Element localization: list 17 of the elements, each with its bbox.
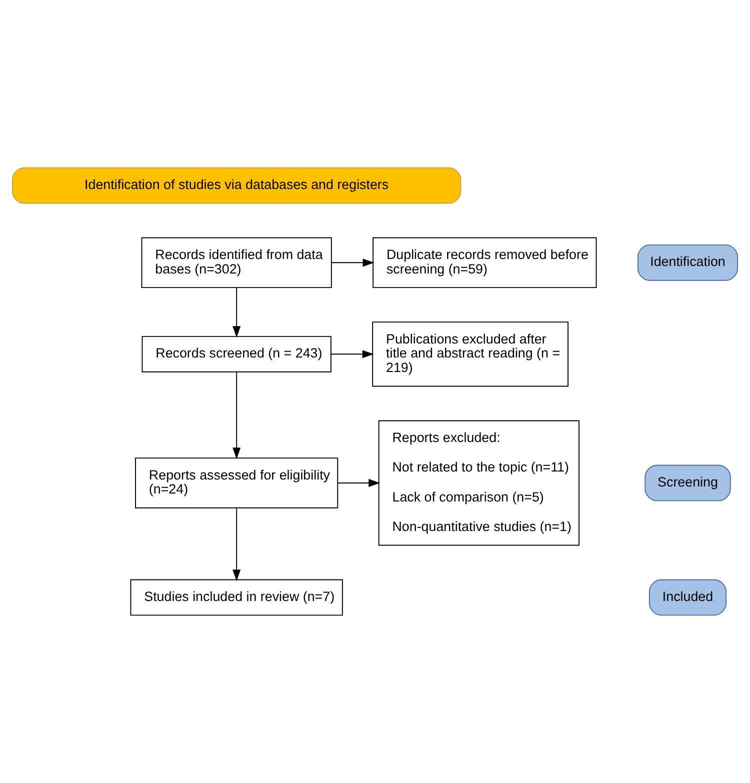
arrow (232, 287, 241, 338)
arrow (232, 371, 241, 460)
arrow (331, 258, 374, 267)
node-box: Publications excluded after title and abstract reading (n = 219) (372, 322, 568, 387)
node-box: Screening (644, 464, 731, 502)
node-box: Studies included in review (n=7) (130, 579, 343, 616)
arrow (330, 350, 374, 358)
node-box: Duplicate records removed before screening (n=59) (372, 237, 597, 288)
node-box: Identification of studies via databases and registers (12, 167, 462, 204)
node-box: Records identified from data bases (n=302) (141, 237, 332, 288)
arrow (337, 478, 380, 487)
arrow (232, 508, 241, 582)
node-box: Records screened (n = 243) (142, 336, 332, 372)
node-box: Reports excluded: Not related to the topic (n=11) Lack of comparison (n=5) Non-quantitative studies (n=1) (378, 420, 580, 546)
node-box: Identification (637, 244, 738, 281)
node-box: Included (648, 579, 727, 616)
node-box: Reports assessed for eligibility (n=24) (135, 458, 338, 508)
